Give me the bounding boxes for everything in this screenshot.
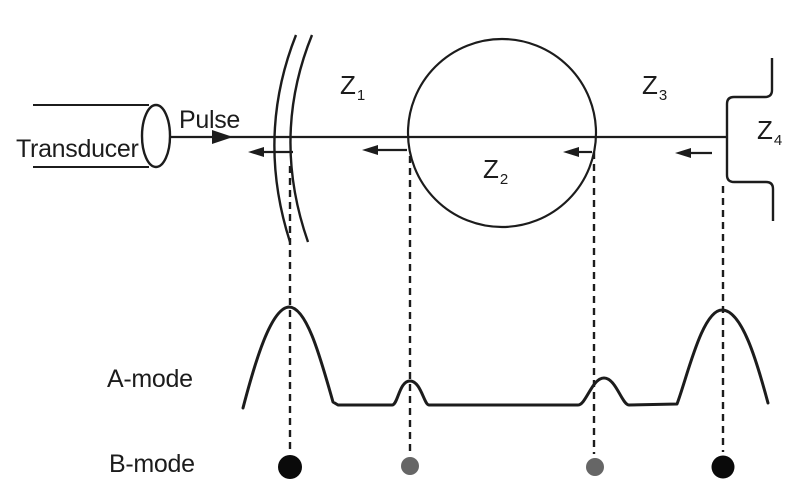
echo-arrow-3-head-icon <box>563 147 579 157</box>
interface-arc-left <box>273 34 298 243</box>
a-mode-label: A-mode <box>107 365 193 393</box>
zone-z3-subscript: 3 <box>658 87 668 104</box>
b-mode-label: B-mode <box>109 450 195 478</box>
zone-z4-subscript: 4 <box>773 132 783 149</box>
zone-z1-subscript: 1 <box>356 87 366 104</box>
zone-z1-symbol: Z <box>340 70 356 100</box>
echo-arrow-2 <box>362 145 407 155</box>
echo-arrow-1 <box>248 147 293 157</box>
zone-label-z1: Z1 <box>340 70 365 103</box>
a-mode-trace <box>241 305 770 410</box>
echo-arrow-4 <box>675 148 712 158</box>
zone-z3-symbol: Z <box>642 70 658 100</box>
tissue-circle <box>406 37 598 229</box>
zone-label-z4: Z4 <box>757 115 782 148</box>
b-mode-dot-2 <box>401 457 419 475</box>
zone-label-z3: Z3 <box>642 70 667 103</box>
b-mode-dot-4 <box>711 455 735 479</box>
echo-arrow-2-head-icon <box>362 145 378 155</box>
transducer-label: Transducer <box>16 135 139 163</box>
zone-z2-subscript: 2 <box>499 171 509 188</box>
zone-label-z2: Z2 <box>483 154 508 187</box>
echo-arrow-4-head-icon <box>675 148 691 158</box>
echo-arrow-3 <box>563 147 592 157</box>
interface-arc-right <box>289 34 314 243</box>
zone-z4-symbol: Z <box>757 115 773 145</box>
b-mode-dot-1 <box>278 455 302 479</box>
zone-z2-symbol: Z <box>483 154 499 184</box>
pulse-arrowhead-icon <box>212 130 233 144</box>
step-reflector <box>725 58 775 221</box>
b-mode-dot-3 <box>586 458 604 476</box>
transducer-face-ellipse <box>140 103 172 169</box>
echo-arrow-1-head-icon <box>248 147 264 157</box>
pulse-label: Pulse <box>179 106 241 134</box>
